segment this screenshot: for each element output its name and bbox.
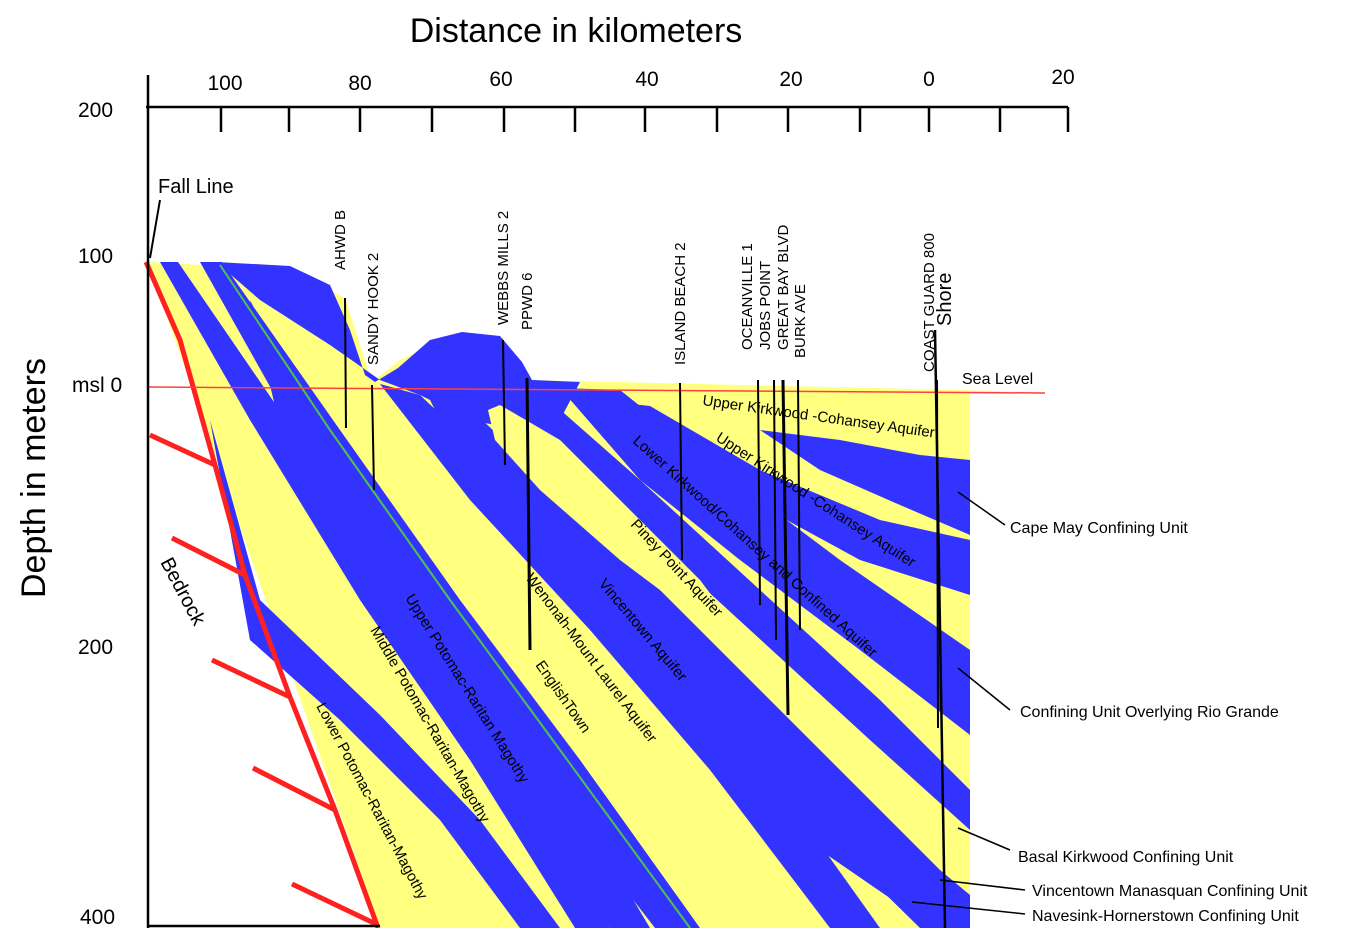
bedrock-tick-5 (290, 881, 380, 928)
bedrock-tick-4 (251, 765, 337, 813)
well-labels: AHWD B SANDY HOOK 2 WEBBS MILLS 2 PPWD 6… (332, 210, 938, 372)
sea-level-line (147, 386, 1046, 394)
y-tick-label: msl 0 (72, 374, 122, 397)
y-tick-label: 200 (78, 99, 113, 122)
confining-band-base (730, 728, 970, 920)
axes (146, 75, 1068, 928)
x-tick-label: 60 (489, 68, 512, 91)
confining-band-lowest (250, 300, 650, 928)
y-tick-label: 100 (78, 245, 113, 268)
well-line-ppwd-6 (525, 377, 532, 651)
confining-band-7 (612, 402, 970, 595)
confining-cap (216, 262, 580, 430)
bedrock-tick-3 (210, 657, 292, 700)
layers (148, 262, 1040, 928)
confining-band-cape-may (760, 430, 970, 535)
well-label: PPWD 6 (519, 272, 536, 330)
well-label: OCEANVILLE 1 (739, 243, 756, 350)
well-line-ahwd-b (344, 297, 347, 429)
well-label: SANDY HOOK 2 (365, 253, 382, 365)
x-tick-label: 0 (923, 68, 935, 91)
well-label: BURK AVE (792, 284, 809, 358)
x-tick-label: 100 (207, 72, 242, 95)
y-tick-label: 200 (78, 636, 113, 659)
confining-band-4 (430, 400, 970, 928)
green-seam (219, 264, 691, 928)
well-line-sandy-hook-2 (371, 384, 375, 491)
well-label: ISLAND BEACH 2 (672, 242, 689, 365)
y-tick-label: 400 (80, 906, 115, 928)
callout-label: Confining Unit Overlying Rio Grande (1020, 704, 1279, 721)
bedrock-tick-2 (170, 535, 247, 578)
fall-line-pointer (149, 199, 161, 259)
callout-label: Cape May Confining Unit (1010, 520, 1188, 537)
well-line-great-bay (781, 379, 790, 716)
x-tick-label: 40 (635, 68, 658, 91)
confining-band-6 (560, 388, 970, 735)
well-label: AHWD B (332, 210, 349, 270)
x-tick-label: 80 (348, 72, 371, 95)
callout-label: Vincentown Manasquan Confining Unit (1032, 883, 1308, 900)
well-lines (344, 297, 947, 928)
x-axis-title: Distance in kilometers (410, 12, 743, 50)
callout-label: Navesink-Hornerstown Confining Unit (1032, 908, 1299, 925)
well-label: WEBBS MILLS 2 (495, 211, 512, 325)
bedrock-label: Bedrock (156, 554, 210, 630)
well-label: JOBS POINT (757, 261, 774, 350)
confining-band-2 (200, 262, 700, 928)
well-line-burk-ave (797, 379, 801, 631)
well-label: COAST GUARD 800 (921, 233, 938, 372)
callout-label: Basal Kirkwood Confining Unit (1018, 849, 1234, 866)
sea-level-label: Sea Level (962, 371, 1033, 388)
x-ticks (219, 107, 1070, 132)
bedrock (143, 261, 381, 928)
x-tick-label: 20 (1051, 66, 1074, 89)
y-axis-title: Depth in meters (15, 358, 53, 598)
bedrock-tick-1 (148, 432, 217, 468)
y-tick-labels: 200 100 msl 0 200 400 (72, 99, 122, 928)
well-line-jobs-point (773, 379, 777, 641)
fall-line-label: Fall Line (158, 176, 234, 198)
shore-line (933, 329, 947, 928)
callouts: Cape May Confining Unit Confining Unit O… (911, 491, 1308, 925)
piney-point-lens (488, 405, 745, 640)
x-tick-label: 20 (779, 68, 802, 91)
shore-label: Shore (934, 273, 956, 326)
well-label: GREAT BAY BLVD (775, 225, 792, 350)
well-line-oceanville-1 (757, 379, 761, 606)
well-line-island-beach-2 (679, 382, 683, 561)
well-line-webbs-mills-2 (502, 339, 506, 466)
x-tick-labels: 100 80 60 40 20 0 20 (207, 66, 1074, 95)
